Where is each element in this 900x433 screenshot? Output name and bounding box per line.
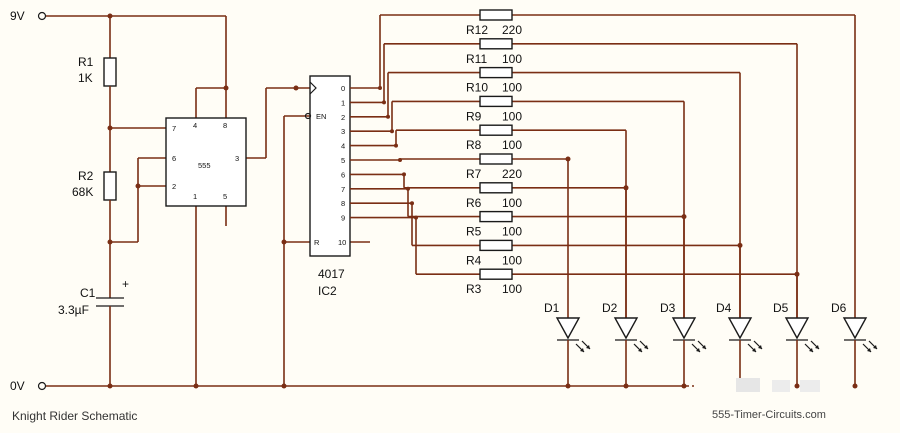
led-label: D2	[602, 301, 618, 315]
resistor-name: R10	[466, 81, 488, 95]
led-d5: D5	[773, 301, 820, 389]
c1-polarity: +	[122, 277, 129, 291]
ic555-pin3: 3	[235, 154, 239, 163]
led-d6: D6	[831, 301, 878, 389]
resistor-value: 100	[502, 196, 522, 210]
led-label: D3	[660, 301, 676, 315]
resistor-value: 100	[502, 282, 522, 296]
resistor-value: 100	[502, 52, 522, 66]
r1-body	[103, 57, 117, 87]
ic555-pin2: 2	[172, 182, 176, 191]
ic4017-output-pin: 1	[341, 98, 345, 107]
ic4017-en-pin: EN	[316, 112, 326, 121]
ic4017-output-pin: 5	[341, 156, 345, 165]
resistor-value: 100	[502, 253, 522, 267]
ic-555: 555 7 4 8 6 3 2 1 5	[165, 117, 247, 207]
led-label: D6	[831, 301, 847, 315]
ic555-label: 555	[198, 161, 211, 170]
ic4017-output-pin: 9	[341, 214, 345, 223]
ic555-wiring	[110, 16, 310, 389]
led-label: D1	[544, 301, 560, 315]
r2-name: R2	[78, 169, 94, 183]
r1-value: 1K	[78, 71, 93, 85]
ic4017-output-pin: 0	[341, 84, 345, 93]
resistor-name: R12	[466, 23, 488, 37]
resistor-r7: R7 220	[466, 153, 522, 181]
ic555-pin4: 4	[193, 121, 197, 130]
resistor-value: 220	[502, 23, 522, 37]
resistor-r11: R11 100	[466, 38, 522, 66]
vcc-rail: 9V	[10, 9, 226, 23]
resistor-r10: R10 100	[466, 66, 522, 95]
c1-value: 3.3µF	[58, 303, 89, 317]
resistor-r5: R5 100	[466, 210, 522, 239]
watermark: 555-Timer-Circuits.com	[712, 409, 826, 421]
resistor-name: R8	[466, 138, 482, 152]
resistor-name: R3	[466, 282, 482, 296]
resistor-r4: R4 100	[466, 239, 522, 267]
ic555-pin5: 5	[223, 192, 227, 201]
ic555-pin6: 6	[172, 154, 176, 163]
timing-network: R1 1K R2 68K C1 3.3µF +	[58, 13, 129, 389]
ic4017-output-pin: 2	[341, 113, 345, 122]
resistor-value: 100	[502, 81, 522, 95]
resistor-name: R9	[466, 109, 482, 123]
ic4017-output-pin: 8	[341, 199, 345, 208]
resistor-name: R7	[466, 167, 482, 181]
ic555-pin7: 7	[172, 124, 176, 133]
resistor-value: 100	[502, 138, 522, 152]
resistor-r9: R9 100	[466, 95, 522, 123]
ic-4017: EN R 10 4017 IC2 0 1 2 3 4 5 6 7 8 9	[304, 75, 351, 298]
resistor-value: 220	[502, 167, 522, 181]
resistor-value: 100	[502, 109, 522, 123]
diagram-caption: Knight Rider Schematic	[12, 409, 137, 423]
ic555-pin8: 8	[223, 121, 227, 130]
gnd-rail: 0V	[10, 379, 694, 393]
ic4017-output-pin: 6	[341, 170, 345, 179]
ic4017-ref: IC2	[318, 284, 337, 298]
resistor-r8: R8 100	[466, 124, 522, 152]
resistor-name: R5	[466, 225, 482, 239]
ic4017-output-pin: 3	[341, 127, 345, 136]
led-d3: D3	[660, 301, 707, 389]
resistor-r6: R6 100	[466, 182, 522, 210]
resistor-r12: R12 220	[466, 9, 522, 37]
resistor-name: R6	[466, 196, 482, 210]
resistor-name: R11	[466, 52, 487, 66]
resistor-name: R4	[466, 253, 482, 267]
ic4017-pin10: 10	[338, 238, 346, 247]
resistor-value: 100	[502, 225, 522, 239]
led-d2: D2	[602, 301, 649, 389]
ic4017-reset-pin: R	[314, 238, 320, 247]
resistor-r3: R3 100	[466, 268, 522, 296]
c1-name: C1	[80, 286, 96, 300]
led-label: D4	[716, 301, 732, 315]
led-label: D5	[773, 301, 789, 315]
ic4017-type: 4017	[318, 267, 345, 281]
ic555-pin1: 1	[193, 192, 197, 201]
ic4017-output-pin: 7	[341, 185, 345, 194]
r2-body	[103, 171, 117, 201]
gnd-label: 0V	[10, 379, 25, 393]
r1-name: R1	[78, 55, 94, 69]
ic4017-output-pin: 4	[341, 142, 345, 151]
r2-value: 68K	[72, 185, 93, 199]
vcc-label: 9V	[10, 9, 25, 23]
led-d1: D1	[544, 301, 591, 389]
output-routing	[350, 14, 856, 318]
